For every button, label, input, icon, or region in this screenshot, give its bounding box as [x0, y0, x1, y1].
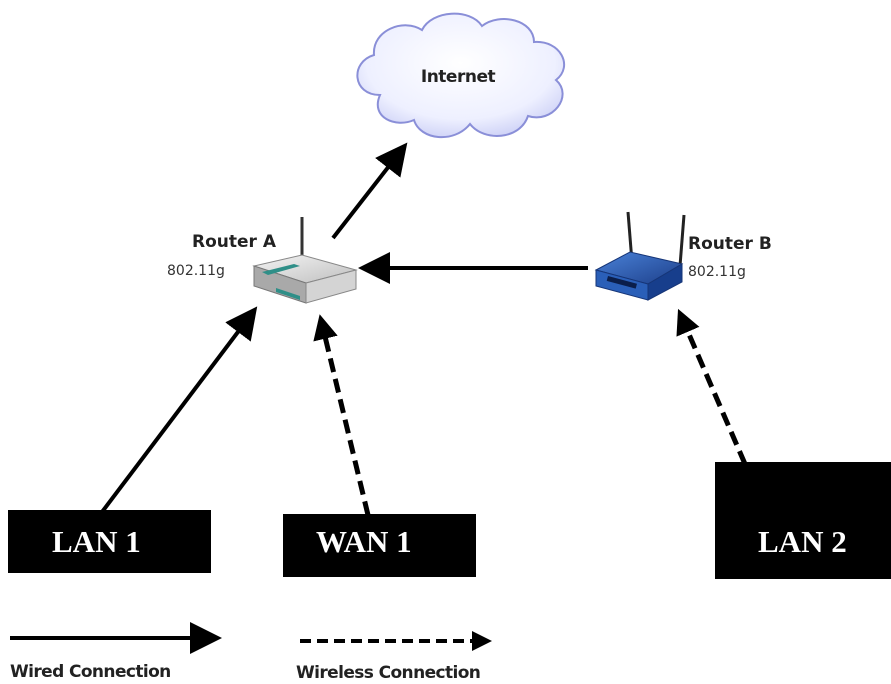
router-b-antenna-right	[678, 214, 686, 267]
legend: Wired Connection Wireless Connection	[10, 622, 492, 683]
wireless-connection-wan1-router-a	[313, 314, 371, 516]
lan2-box: LAN 2	[715, 462, 891, 579]
router-a-name: Router A	[192, 232, 277, 252]
internet-label: Internet	[421, 67, 496, 87]
router-a-standard: 802.11g	[167, 263, 225, 279]
router-b-lights	[606, 276, 637, 289]
legend-wireless-label: Wireless Connection	[296, 663, 480, 683]
lan1-label: LAN 1	[52, 524, 141, 559]
wan1-box: WAN 1	[283, 514, 476, 577]
wired-connection-router-a-internet	[331, 142, 408, 240]
router-b-side	[647, 263, 683, 301]
wired-connection-lan1-router-a	[100, 306, 258, 514]
router-a-panel	[262, 264, 300, 275]
wireless-connection-lan2-router-b	[676, 308, 748, 465]
lan2-label: LAN 2	[758, 524, 847, 559]
legend-wired-label: Wired Connection	[10, 662, 171, 682]
lan1-box: LAN 1	[8, 510, 211, 573]
router-b-standard: 802.11g	[688, 264, 746, 280]
router-a-stripe	[276, 288, 300, 300]
internet-cloud: Internet	[356, 12, 566, 139]
wan1-label: WAN 1	[316, 524, 412, 559]
router-b-name: Router B	[688, 234, 772, 254]
router-b: Router B 802.11g	[594, 211, 772, 301]
router-a-front	[305, 269, 357, 304]
router-a: Router A 802.11g	[167, 217, 358, 304]
